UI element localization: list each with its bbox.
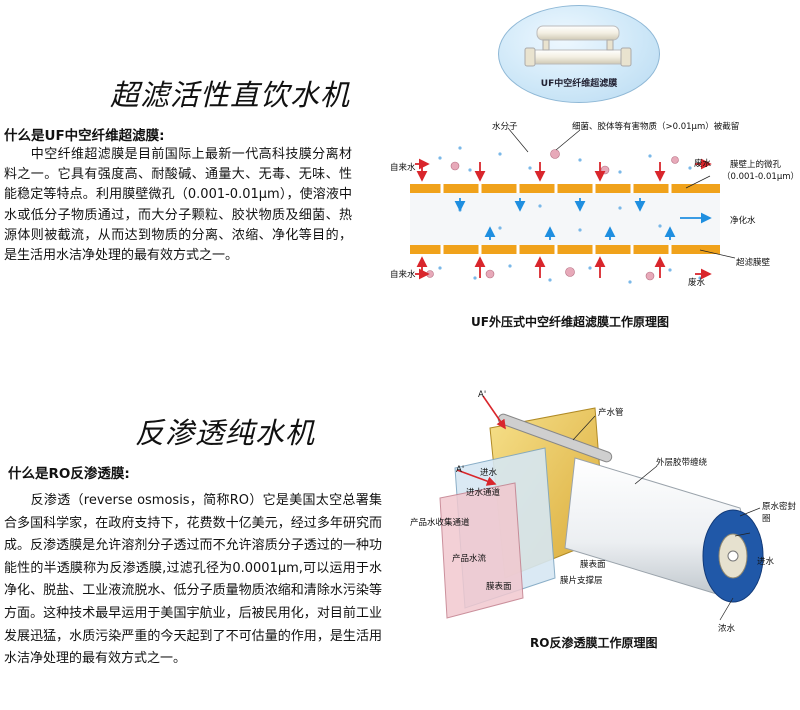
uf-diagram-caption: UF外压式中空纤维超滤膜工作原理图 (471, 315, 669, 329)
uf-tube-interior (410, 192, 720, 246)
ro-collection-layer (439, 482, 524, 619)
ro-label-concentrate: 浓水 (718, 624, 736, 634)
uf-label-pore-line1: 膜壁上的微孔 (730, 160, 782, 170)
section1-paragraph: 中空纤维超滤膜是目前国际上最新一代高科技膜分离材料之一。它具有强度高、耐酸碱、通… (4, 147, 352, 264)
uf-label-retained: 细菌、胶体等有害物质（>0.01μm）被截留 (572, 122, 740, 132)
ro-label-feed-spacer: 进水通道 (466, 488, 501, 498)
section2-paragraph: 反渗透（reverse osmosis，简称RO）它是美国太空总署集合多国科学家… (4, 493, 382, 667)
uf-membrane-bottom (410, 245, 720, 254)
section1-subhead: 什么是UF中空纤维超滤膜: (4, 128, 165, 144)
ro-label-product-channel: 产品水收集通道 (410, 518, 470, 528)
ro-diagram-caption: RO反渗透膜工作原理图 (530, 636, 658, 650)
ro-label-product-tube: 产水管 (598, 408, 624, 418)
section2-title: 反渗透纯水机 (135, 416, 316, 450)
ro-label-support: 膜片支撑层 (560, 576, 603, 586)
uf-working-diagram (410, 127, 736, 284)
uf-membrane-caption: UF中空纤维超滤膜 (540, 79, 618, 89)
uf-label-waste-bottom: 废水 (688, 278, 706, 288)
ro-label-membrane-face2: 膜表面 (486, 582, 512, 592)
ro-working-diagram (439, 395, 764, 621)
section1-title: 超滤活性直饮水机 (110, 78, 351, 112)
section2-subhead: 什么是RO反渗透膜: (8, 466, 130, 482)
uf-membrane-module-icon (524, 25, 632, 67)
uf-membrane-top (410, 184, 720, 193)
ro-label-outer-wrap: 外层胶带缠绕 (656, 458, 708, 468)
uf-label-waste-top: 废水 (694, 159, 712, 169)
ro-label-product-water: 产品水流 (452, 554, 487, 564)
uf-label-tap-water-top: 自来水 (390, 163, 416, 173)
ro-label-membrane-face: 膜表面 (580, 560, 606, 570)
uf-label-tap-water-bottom: 自来水 (390, 270, 416, 280)
ro-label-feed: 进水 (480, 468, 498, 478)
uf-label-pore-line2: （0.001-0.01μm） (722, 172, 800, 182)
uf-membrane-photo: UF中空纤维超滤膜 (498, 5, 660, 103)
ro-label-a-mid: A' (456, 465, 465, 475)
uf-label-water-molecule: 水分子 (492, 122, 518, 132)
ro-label-brine-seal: 原水密封圈 (762, 502, 797, 524)
uf-label-membrane: 超滤膜壁 (736, 258, 771, 268)
ro-label-a-top: A' (478, 390, 487, 400)
ro-label-inlet-right: 进水 (757, 557, 775, 567)
uf-label-purified: 净化水 (730, 216, 756, 226)
